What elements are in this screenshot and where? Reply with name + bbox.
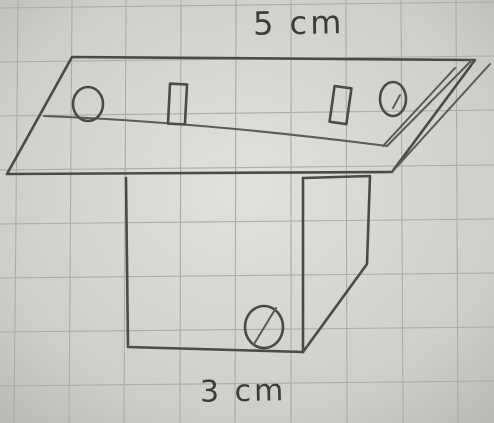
- window-right: [328, 84, 353, 126]
- round-window-left: [71, 85, 105, 123]
- window-left: [166, 82, 189, 126]
- roof-slab: [5, 55, 491, 176]
- top-dimension-label: 5 cm: [252, 3, 345, 43]
- round-window-right: [378, 80, 408, 118]
- bottom-dimension-label: 3 cm: [199, 373, 287, 410]
- wall-body: [124, 174, 372, 354]
- round-door-knob: [243, 304, 285, 350]
- roof-details: [71, 80, 408, 126]
